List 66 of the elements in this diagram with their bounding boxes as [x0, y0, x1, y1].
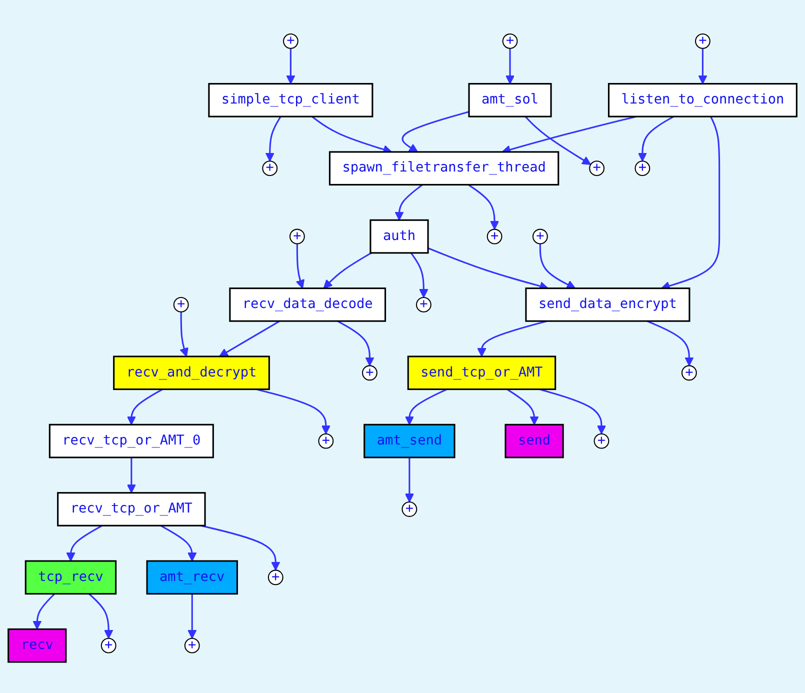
node-circle: +: [532, 228, 548, 244]
node-box: listen_to_connection: [608, 82, 798, 118]
node-circle: +: [289, 228, 305, 244]
arrow: [32, 593, 56, 630]
node-circle: +: [318, 433, 334, 449]
node-box: tcp_recv: [24, 560, 117, 595]
arrow: [638, 116, 674, 162]
node-box: recv_data_decode: [229, 288, 386, 322]
node-circle: +: [486, 228, 502, 244]
node-circle: +: [416, 296, 432, 312]
node-box: amt_sol: [468, 82, 552, 118]
node-circle: +: [184, 638, 200, 654]
arrow: [88, 593, 114, 639]
node-box: recv_and_decrypt: [113, 356, 270, 390]
arrow: [402, 110, 470, 152]
node-circle: +: [502, 33, 518, 49]
arrow: [524, 116, 592, 165]
node-box: auth: [370, 219, 429, 254]
arrow: [126, 388, 163, 426]
node-box: send: [504, 424, 564, 458]
arrow: [394, 184, 423, 221]
node-box: recv: [8, 628, 67, 663]
node-circle: +: [100, 638, 116, 654]
arrow: [539, 388, 606, 434]
node-circle: +: [402, 502, 418, 517]
arrow: [219, 320, 280, 357]
arrow: [404, 388, 448, 426]
arrow: [477, 320, 548, 357]
node-circle: +: [681, 365, 697, 381]
arrow: [286, 48, 296, 84]
arrow: [404, 457, 414, 502]
node-box: amt_recv: [146, 560, 238, 595]
node-circle: +: [589, 160, 605, 176]
arrow: [468, 184, 500, 230]
node-circle: +: [173, 296, 189, 312]
arrow: [188, 594, 197, 639]
node-box: send_tcp_or_AMT: [407, 356, 556, 390]
node-circle: +: [634, 160, 650, 176]
arrow: [410, 252, 428, 298]
node-circle: +: [268, 570, 284, 586]
node-box: send_data_encrypt: [525, 288, 690, 322]
arrow: [180, 312, 188, 357]
arrow: [646, 320, 694, 366]
node-circle: +: [262, 160, 278, 176]
node-circle: +: [362, 365, 378, 381]
node-box: spawn_filetransfer_thread: [328, 151, 560, 186]
node-box: recv_tcp_or_AMT_0: [48, 424, 214, 458]
node-box: recv_tcp_or_AMT: [57, 492, 206, 526]
arrow: [66, 524, 103, 562]
node-box: amt_send: [364, 424, 456, 458]
arrow: [160, 524, 197, 562]
arrow: [265, 116, 282, 162]
arrow: [505, 48, 515, 84]
node-box: simple_tcp_client: [208, 82, 374, 118]
arrow: [296, 244, 305, 289]
node-circle: +: [594, 433, 610, 449]
arrow: [323, 252, 372, 289]
arrow: [506, 388, 539, 426]
arrow: [539, 244, 576, 289]
arrow: [337, 320, 374, 366]
arrow: [256, 388, 330, 434]
arrow: [698, 48, 708, 84]
arrow: [200, 524, 280, 571]
arrow: [126, 457, 136, 494]
node-circle: +: [695, 33, 710, 49]
node-circle: +: [282, 33, 298, 49]
